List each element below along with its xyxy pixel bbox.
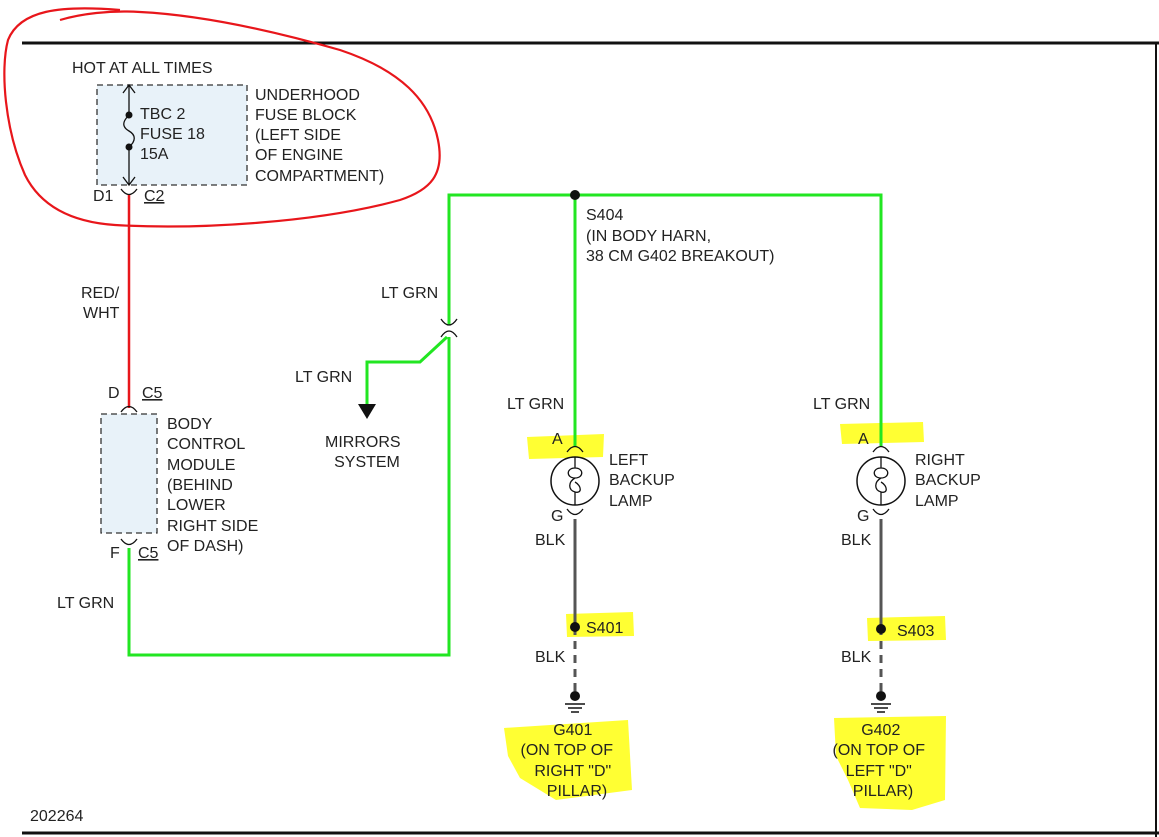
wire-riser-label: LT GRN bbox=[381, 285, 438, 302]
right-lamp-pin-g: G bbox=[857, 508, 869, 525]
wire-left-lamp-feed-label: LT GRN bbox=[507, 396, 564, 413]
fuse-element-icon bbox=[123, 114, 135, 148]
ground-g401-label: G401 (ON TOP OF RIGHT "D" PILLAR) bbox=[521, 722, 618, 800]
right-splice-wire-label: BLK bbox=[841, 649, 872, 666]
splice-s404-dot bbox=[570, 190, 580, 200]
left-lamp-ground-wire-label: BLK bbox=[535, 532, 566, 549]
wire-bcm-out-label: LT GRN bbox=[57, 595, 114, 612]
fuse-block: HOT AT ALL TIMES TBC 2 FUSE 18 15A UNDER… bbox=[72, 60, 384, 205]
highlight-s401 bbox=[566, 612, 634, 637]
bcm-top-connector: C5 bbox=[142, 385, 163, 402]
wires bbox=[127, 193, 883, 692]
circle-annotation bbox=[3, 7, 441, 228]
fuse-label: TBC 2 FUSE 18 15A bbox=[140, 106, 209, 163]
wire-right-lamp-feed-label: LT GRN bbox=[813, 396, 870, 413]
right-lamp-ground-wire-label: BLK bbox=[841, 532, 872, 549]
connector-c5-bottom-icon bbox=[120, 538, 138, 546]
hot-at-all-times-label: HOT AT ALL TIMES bbox=[72, 60, 213, 77]
mirrors-system: MIRRORS SYSTEM bbox=[325, 404, 405, 471]
inline-connector bbox=[440, 318, 458, 338]
left-backup-lamp: A LEFT BACKUP LAMP G BLK S401 BLK G401 (… bbox=[521, 431, 679, 800]
wire-red-wht-label: RED/ WHT bbox=[81, 285, 124, 322]
right-lamp-connector-g-icon bbox=[872, 508, 890, 516]
left-lamp-pin-a: A bbox=[552, 431, 563, 448]
highlight-s403 bbox=[867, 616, 946, 641]
ground-g402-icon bbox=[871, 691, 891, 713]
fuse-connector-c2: C2 bbox=[144, 188, 165, 205]
wire-mirror-branch-label: LT GRN bbox=[295, 369, 352, 386]
fuse-arrow-down bbox=[122, 176, 136, 187]
bcm-box bbox=[100, 413, 158, 534]
right-lamp-filament-icon bbox=[873, 457, 889, 505]
left-lamp-label: LEFT BACKUP LAMP bbox=[609, 452, 679, 510]
body-control-module: D C5 BODY CONTROL MODULE (BEHIND LOWER R… bbox=[100, 385, 263, 562]
fuse-arrow-up bbox=[122, 83, 136, 94]
bcm-top-pin: D bbox=[108, 385, 120, 402]
splice-s403-label: S403 bbox=[897, 623, 934, 640]
ground-g401-icon bbox=[565, 691, 585, 713]
splice-s404-label: S404 (IN BODY HARN, 38 CM G402 BREAKOUT) bbox=[586, 207, 775, 265]
highlight-g401 bbox=[504, 720, 632, 800]
wire-bcm-out bbox=[127, 337, 451, 657]
left-lamp-connector-g-icon bbox=[566, 508, 584, 516]
ground-g402-label: G402 (ON TOP OF LEFT "D" PILLAR) bbox=[833, 722, 930, 800]
bcm-bottom-pin: F bbox=[110, 545, 120, 562]
wire-riser bbox=[447, 193, 883, 447]
splice-s401-label: S401 bbox=[586, 620, 623, 637]
yellow-highlights bbox=[504, 422, 946, 810]
splice-s401-dot bbox=[570, 622, 580, 632]
inline-connector-top-icon bbox=[440, 318, 458, 326]
diagram-id: 202264 bbox=[30, 808, 83, 825]
left-lamp-filament-icon bbox=[567, 457, 583, 505]
connector-c5-top-icon bbox=[120, 405, 138, 413]
splice-s404: S404 (IN BODY HARN, 38 CM G402 BREAKOUT) bbox=[570, 190, 775, 265]
right-lamp-connector-a-icon bbox=[872, 445, 890, 453]
left-lamp-connector-a-icon bbox=[566, 445, 584, 453]
left-splice-wire-label: BLK bbox=[535, 649, 566, 666]
frame bbox=[22, 41, 1159, 837]
right-lamp-label: RIGHT BACKUP LAMP bbox=[915, 452, 985, 510]
inline-connector-bottom-icon bbox=[440, 330, 458, 338]
highlight-left-pin-a bbox=[527, 434, 604, 459]
highlight-g402 bbox=[834, 716, 946, 810]
bcm-bottom-connector: C5 bbox=[138, 545, 159, 562]
fuse-block-box bbox=[96, 84, 248, 186]
connector-c2-icon bbox=[120, 188, 138, 196]
wire-mirror-branch bbox=[365, 335, 449, 406]
left-lamp-pin-g: G bbox=[551, 508, 563, 525]
right-lamp-pin-a: A bbox=[858, 431, 869, 448]
splice-s403-dot bbox=[876, 624, 886, 634]
bcm-label: BODY CONTROL MODULE (BEHIND LOWER RIGHT … bbox=[167, 416, 263, 555]
fuse-pin-d1: D1 bbox=[93, 188, 114, 205]
right-backup-lamp: A RIGHT BACKUP LAMP G BLK S403 BLK G402 … bbox=[833, 431, 985, 800]
mirrors-arrow-icon bbox=[358, 404, 376, 419]
fuse-block-location: UNDERHOOD FUSE BLOCK (LEFT SIDE OF ENGIN… bbox=[255, 87, 384, 185]
mirrors-system-label: MIRRORS SYSTEM bbox=[325, 434, 405, 471]
